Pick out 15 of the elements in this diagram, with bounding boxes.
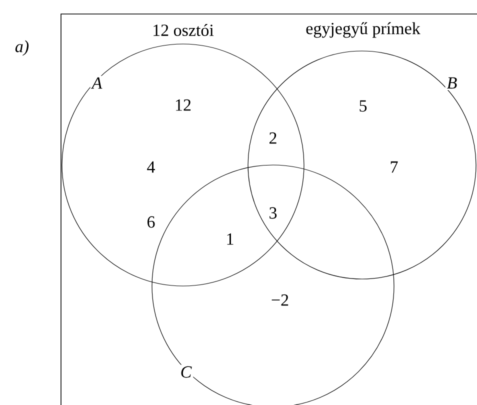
set-letter: C: [178, 364, 194, 380]
element-number: 12: [176, 99, 191, 111]
element-number: 5: [360, 100, 367, 112]
element-number: 1: [227, 233, 234, 245]
set-letter: B: [445, 76, 459, 90]
element-number: −2: [272, 294, 288, 306]
part-label: a): [15, 40, 29, 56]
element-number: 4: [147, 161, 155, 173]
set-heading: 12 osztói: [150, 22, 216, 38]
set-letter: A: [90, 76, 104, 90]
element-number: 6: [148, 216, 155, 228]
set-heading: egyjegyű prímek: [304, 20, 422, 40]
element-number: 7: [390, 161, 398, 173]
element-number: 3: [270, 207, 277, 219]
element-number: 2: [270, 132, 276, 144]
